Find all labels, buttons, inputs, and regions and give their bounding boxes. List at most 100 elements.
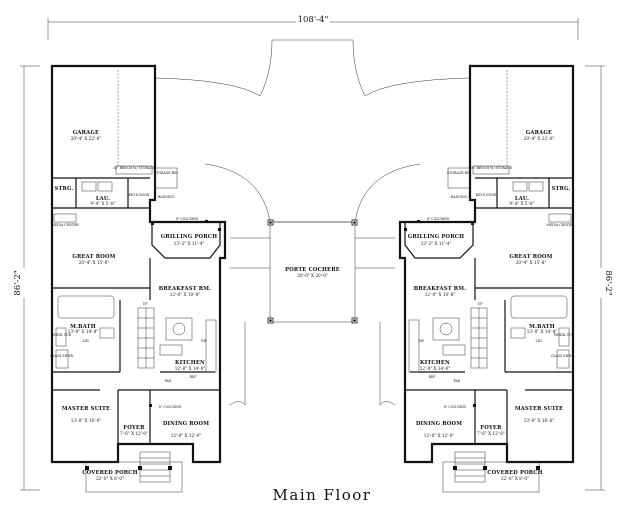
breakfast-size: 12'-0" X 10'-8" [170, 292, 201, 297]
stair: UP [137, 302, 155, 369]
dw-label: DW [201, 339, 208, 343]
garage-size: 20'-4" X 22'-0" [524, 136, 555, 141]
left-unit: GARAGE 20'-4" X 22'-0" 16" BENCH W/ STOR… [50, 64, 227, 493]
grilling-porch: 8" COLUMNS GRILLING PORCH 13'-2" X 11'-4… [151, 217, 221, 259]
depth-dimension-left: 86'-2" [13, 65, 40, 491]
foyer-name: FOYER [123, 425, 145, 431]
breakfast-size: 12'-0" X 10'-8" [425, 292, 456, 297]
pan-label: PAN [454, 379, 461, 383]
kitchen-name: KITCHEN [175, 360, 205, 366]
master-suite-size: 13'-0" X 16'-0" [71, 418, 102, 423]
hanging-label: HANGING [450, 195, 467, 199]
storage-bin: STORAGE BIN HANGING [154, 167, 178, 199]
storage-bin-label: STORAGE BIN [154, 171, 178, 175]
covered-porch: COVERED PORCH 22'-0" X 8'-0" [442, 451, 543, 493]
storage-bin-label: STORAGE BIN [447, 171, 471, 175]
bench-label: 16" BENCH W/ STORAGE [113, 166, 156, 170]
dining-name: DINING ROOM [416, 421, 462, 427]
lau-size: 9'-4" X 5'-8" [90, 201, 115, 206]
master-suite-name: MASTER SUITE [62, 406, 110, 412]
column-label-porch: 8" COLUMNS [427, 217, 449, 221]
lau-name: LAU. [96, 196, 110, 202]
master-suite-name: MASTER SUITE [515, 406, 563, 412]
foyer-size: 7'-6" X 12'-0" [477, 431, 505, 436]
great-room: MEDIA CENTER GREAT ROOM 20'-4" X 15'-8" [51, 213, 150, 289]
breakfast-room: BREAKFAST RM. 12'-0" X 10'-8" [149, 258, 211, 341]
kitchen-size: 12'-0" X 14'-0" [175, 366, 206, 371]
great-room: MEDIA CENTER GREAT ROOM 20'-4" X 15'-8" [475, 213, 574, 289]
covered-porch-size: 22'-0" X 8'-0" [501, 476, 529, 481]
porte-cochere: PORTE COCHERE 20'-0" X 20'-0" [267, 219, 358, 324]
foyer-size: 7'-6" X 12'-0" [120, 431, 148, 436]
kitchen: DW KITCHEN 12'-0" X 14'-0" PAN REF [408, 319, 466, 383]
overall-width-label: 108'-4" [298, 15, 329, 25]
bench-label: 16" BENCH W/ STORAGE [470, 166, 513, 170]
covered-porch-name: COVERED PORCH [82, 470, 137, 476]
depth-label-right: 86'-2" [603, 270, 613, 295]
great-room-name: GREAT ROOM [509, 254, 552, 260]
overall-width-dimension: 108'-4" [47, 14, 579, 40]
master-bath: M.BATH 13'-0" X 14'-8" WHIRL TUB GLASS S… [50, 295, 121, 373]
strg-label: STRG. [552, 186, 571, 192]
ref-label: REF [429, 375, 437, 379]
m-bath-size: 13'-0" X 14'-8" [527, 329, 558, 334]
right-unit: GARAGE 20'-4" X 22'-0" 16" BENCH W/ STOR… [398, 64, 575, 493]
kitchen-size: 12'-0" X 14'-0" [420, 366, 451, 371]
master-suite-size: 13'-0" X 16'-0" [524, 418, 555, 423]
covered-porch-name: COVERED PORCH [487, 470, 542, 476]
pan-label: PAN [165, 379, 172, 383]
breakfast-room: BREAKFAST RM. 12'-0" X 10'-8" [414, 258, 476, 341]
linen-label: LIN. [536, 339, 543, 343]
linen-label: LIN. [83, 339, 90, 343]
kids-nook-label: KID'S NOOK [129, 193, 150, 197]
strg-lau-zone: STRG. LAU. 9'-4" X 5'-8" KID'S NOOK [52, 178, 150, 209]
foyer-name: FOYER [480, 425, 502, 431]
column-label-porch: 8" COLUMNS [176, 217, 198, 221]
column-label-dining: 8" COLUMNS [159, 405, 181, 409]
porte-cochere-name: PORTE COCHERE [285, 267, 340, 273]
stair: UP [470, 302, 488, 369]
breakfast-name: BREAKFAST RM. [414, 286, 466, 292]
ref-label: REF [190, 375, 198, 379]
dining-size: 12'-0" X 12'-0" [424, 433, 455, 438]
media-center-label: MEDIA CENTER [51, 223, 79, 227]
up-label: UP [478, 302, 484, 306]
garage: GARAGE 20'-4" X 22'-0" 16" BENCH W/ STOR… [52, 70, 156, 179]
dining-size: 12'-0" X 12'-0" [171, 433, 202, 438]
great-room-size: 20'-4" X 15'-8" [79, 260, 110, 265]
grilling-porch-name: GRILLING PORCH [161, 234, 217, 240]
great-room-size: 20'-4" X 15'-8" [516, 260, 547, 265]
kids-nook-label: KID'S NOOK [476, 193, 497, 197]
lau-name: LAU. [515, 196, 529, 202]
up-label: UP [143, 302, 149, 306]
m-bath-name: M.BATH [70, 324, 96, 330]
driveway [154, 39, 471, 406]
whirl-tub-label: WHIRL TUB [51, 333, 72, 337]
lau-size: 9'-4" X 5'-8" [509, 201, 534, 206]
storage-bin: STORAGE BIN HANGING [447, 167, 471, 199]
kitchen: DW KITCHEN 12'-0" X 14'-0" PAN REF [159, 319, 217, 383]
grilling-porch-name: GRILLING PORCH [408, 234, 464, 240]
hanging-label: HANGING [157, 195, 174, 199]
column-label-dining: 8" COLUMNS [444, 405, 466, 409]
dw-label: DW [418, 339, 425, 343]
strg-lau-zone: STRG. LAU. 9'-4" X 5'-8" KID'S NOOK [475, 178, 573, 209]
master-bath: M.BATH 13'-0" X 14'-8" WHIRL TUB GLASS S… [504, 295, 575, 373]
breakfast-name: BREAKFAST RM. [159, 286, 211, 292]
depth-dimension-right: 86'-2" [585, 65, 613, 491]
dining-name: DINING ROOM [163, 421, 209, 427]
grilling-porch-size: 13'-2" X 11'-4" [421, 241, 452, 246]
glass-shower-label: GLASS SHWR. [50, 354, 74, 358]
depth-label-left: 86'-2" [13, 270, 23, 295]
whirl-tub-label: WHIRL TUB [554, 333, 575, 337]
strg-label: STRG. [55, 186, 74, 192]
m-bath-name: M.BATH [529, 324, 555, 330]
kitchen-name: KITCHEN [420, 360, 450, 366]
front-rooms: 8" COLUMNS MASTER SUITE 13'-0" X 16'-0" … [52, 389, 220, 444]
grilling-porch-size: 13'-2" X 11'-4" [174, 241, 205, 246]
m-bath-size: 13'-0" X 14'-8" [68, 329, 99, 334]
covered-porch: COVERED PORCH 22'-0" X 8'-0" [82, 451, 183, 493]
garage-name: GARAGE [526, 130, 552, 136]
glass-shower-label: GLASS SHWR. [551, 354, 575, 358]
